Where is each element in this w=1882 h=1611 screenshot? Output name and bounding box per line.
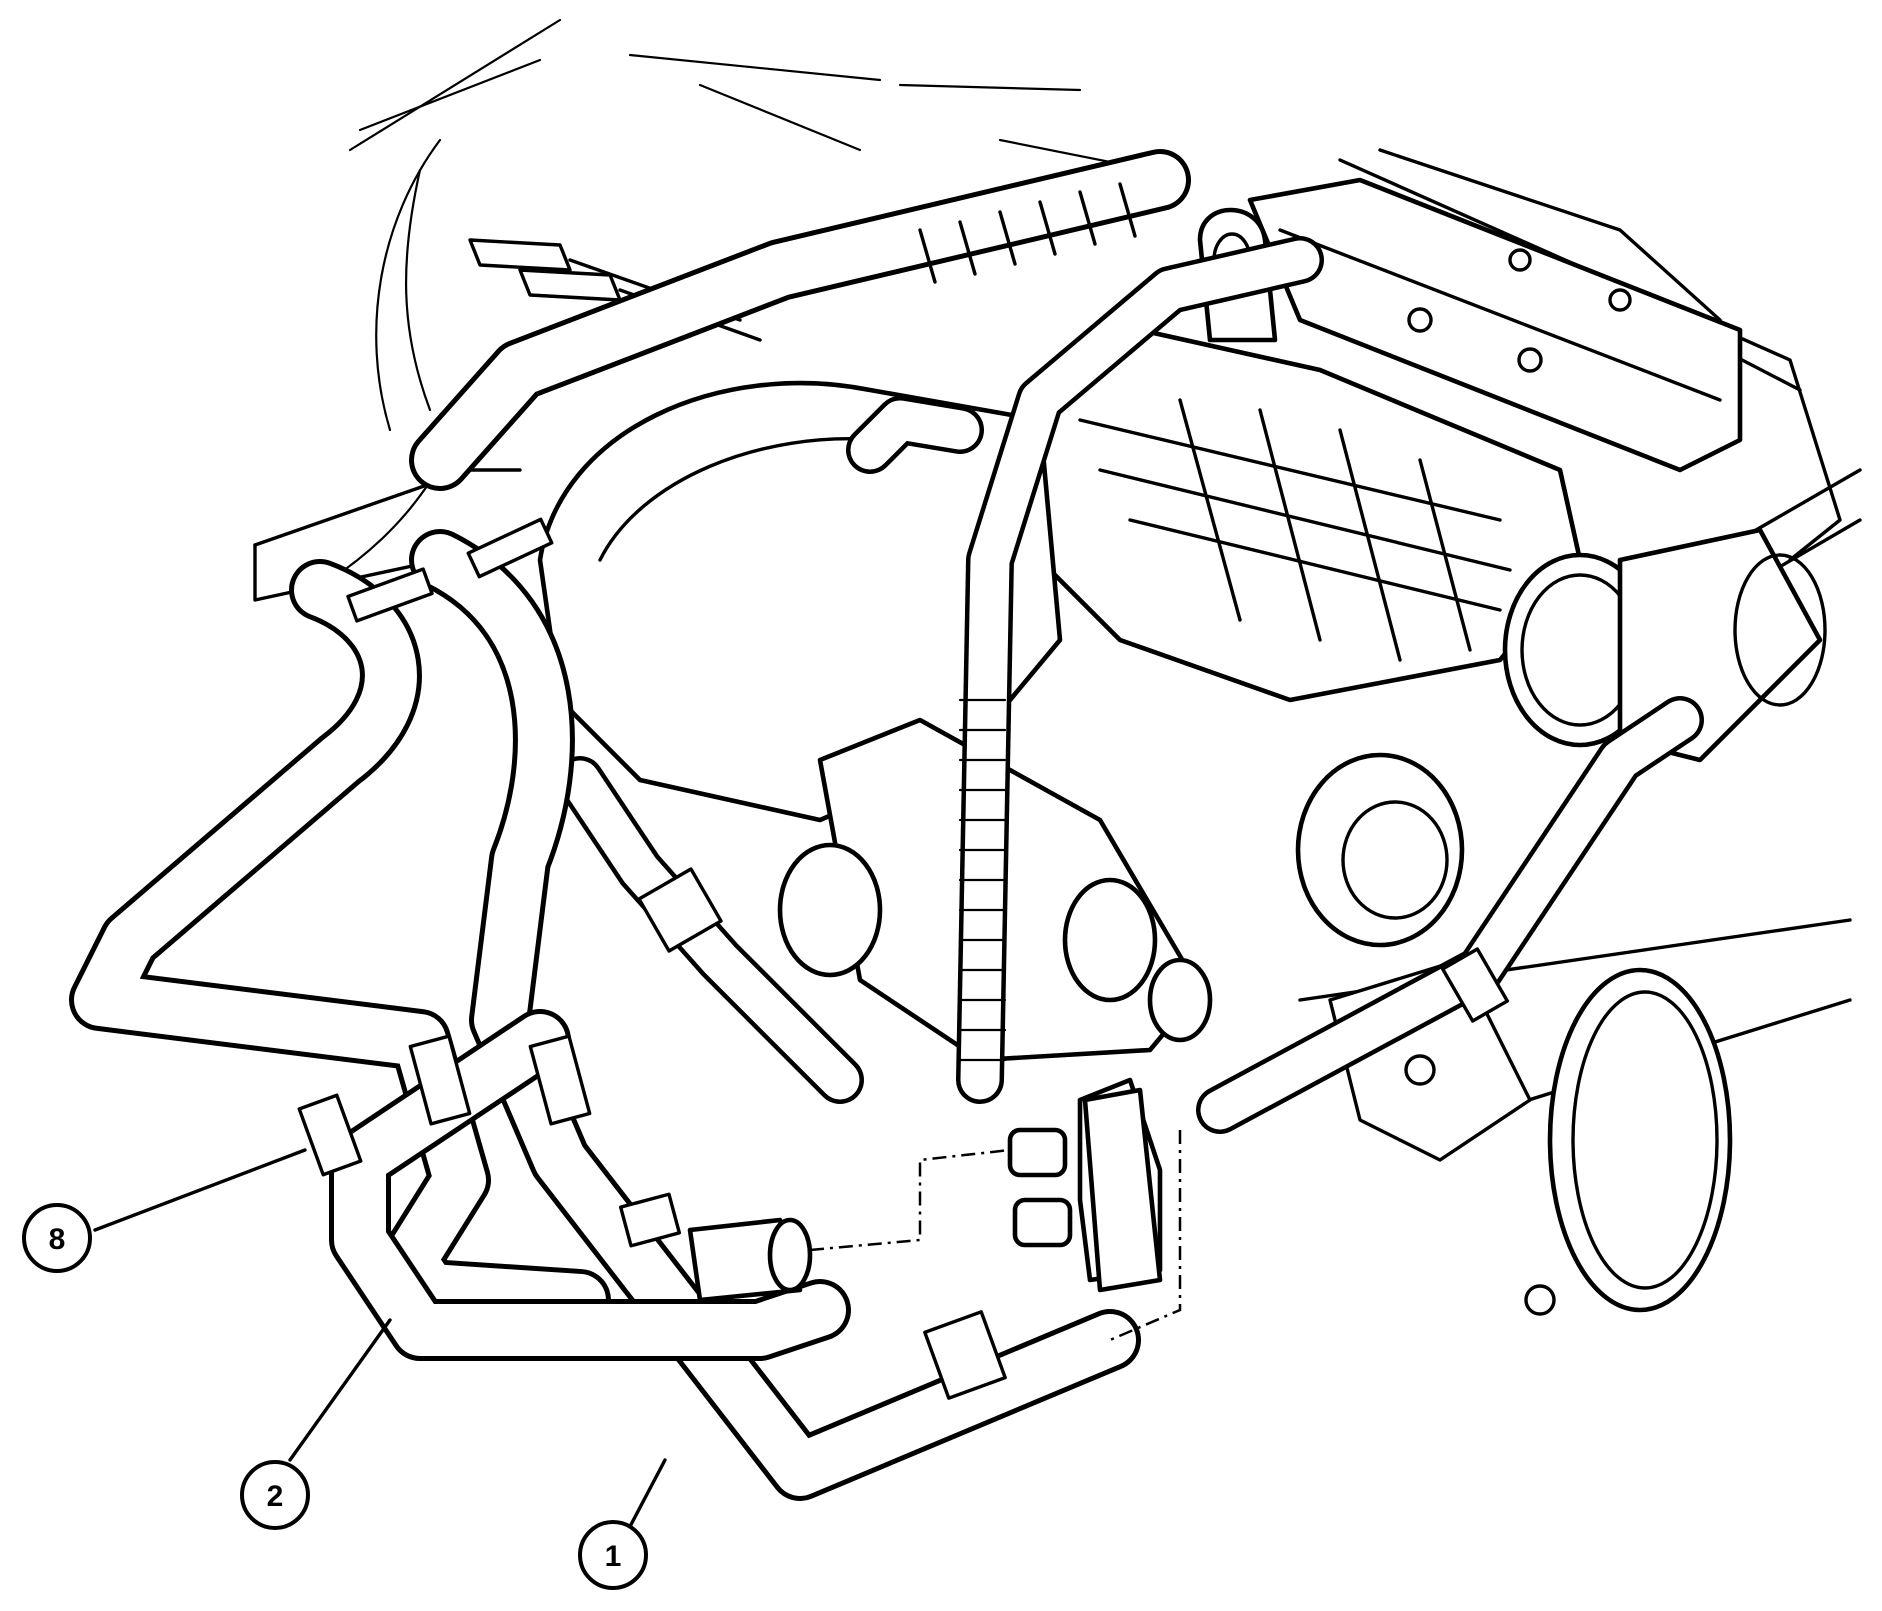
callout-2-label: 2: [267, 1480, 284, 1513]
heater-hose-8: [329, 1009, 851, 1361]
corrugated-hose: [956, 236, 1324, 1104]
egr-valve: [1295, 752, 1465, 948]
bypass-hose: [556, 396, 984, 1104]
callout-8-label: 8: [49, 1223, 66, 1256]
upper-radiator-hose: [409, 149, 1191, 491]
heater-valve: [687, 1087, 1182, 1342]
callout-1: 1: [578, 1520, 648, 1590]
callout-2: 2: [240, 1460, 310, 1530]
pulley: [1547, 967, 1733, 1313]
hose-clamps: [297, 517, 1007, 1400]
callout-8: 8: [22, 1203, 92, 1273]
callout-1-label: 1: [605, 1540, 622, 1573]
valve-cover: [1247, 177, 1743, 473]
heater-hose-1: [409, 529, 1141, 1501]
right-hose: [1196, 696, 1704, 1134]
